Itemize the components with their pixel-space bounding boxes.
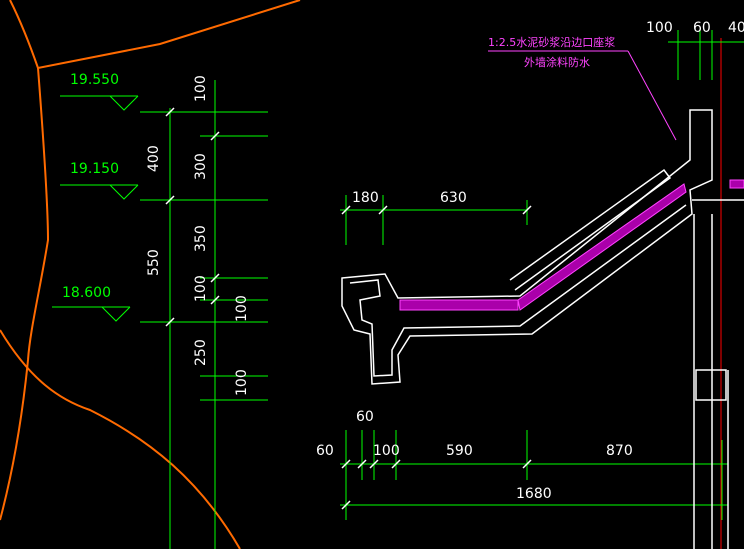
vdim-100-a: 100	[193, 75, 209, 102]
tile-line	[509, 168, 672, 291]
hdim-60-top: 60	[356, 409, 374, 425]
level-label-2: 19.150	[70, 161, 119, 177]
vdim-100-b: 100	[193, 275, 209, 302]
orange-curves	[0, 0, 301, 549]
top-dim-40: 40	[728, 20, 744, 36]
hdim-590: 590	[446, 443, 473, 459]
orange-curve-mid	[0, 329, 241, 549]
level-marker-3	[52, 306, 131, 322]
vdim-100-c: 100	[234, 295, 250, 322]
hdim-100: 100	[373, 443, 400, 459]
vdim-100-d: 100	[234, 369, 250, 396]
vdim-300: 300	[193, 153, 209, 180]
hdim-1680: 1680	[516, 486, 552, 502]
orange-curve-top	[9, 0, 301, 70]
gutter-outline	[341, 109, 713, 385]
level-label-1: 19.550	[70, 72, 119, 88]
orange-curve-left	[0, 67, 50, 521]
hdim-60-left: 60	[316, 443, 334, 459]
vdim-400: 400	[146, 145, 162, 172]
gutter-inner	[349, 204, 687, 377]
hdim-630: 630	[440, 190, 467, 206]
annotation-line-2: 外墙涂料防水	[524, 55, 590, 69]
level-label-3: 18.600	[62, 285, 111, 301]
hdim-870: 870	[606, 443, 633, 459]
level-marker-1	[60, 95, 139, 111]
vdim-350: 350	[193, 225, 209, 252]
wall-outline	[692, 199, 744, 549]
waterproof-layer	[399, 179, 744, 311]
level-marker-2	[60, 184, 139, 200]
dimension-lines	[52, 30, 744, 549]
vdim-550: 550	[146, 249, 162, 276]
annotation-leader	[488, 50, 677, 141]
eave-section	[341, 109, 744, 549]
top-dim-60: 60	[693, 20, 711, 36]
hdim-180: 180	[352, 190, 379, 206]
top-dim-100: 100	[646, 20, 673, 36]
wall-window	[695, 369, 727, 401]
vdim-250: 250	[193, 339, 209, 366]
dimension-ticks	[165, 107, 532, 510]
annotation-line-1: 1:2.5水泥砂浆沿边口座浆	[488, 35, 615, 49]
